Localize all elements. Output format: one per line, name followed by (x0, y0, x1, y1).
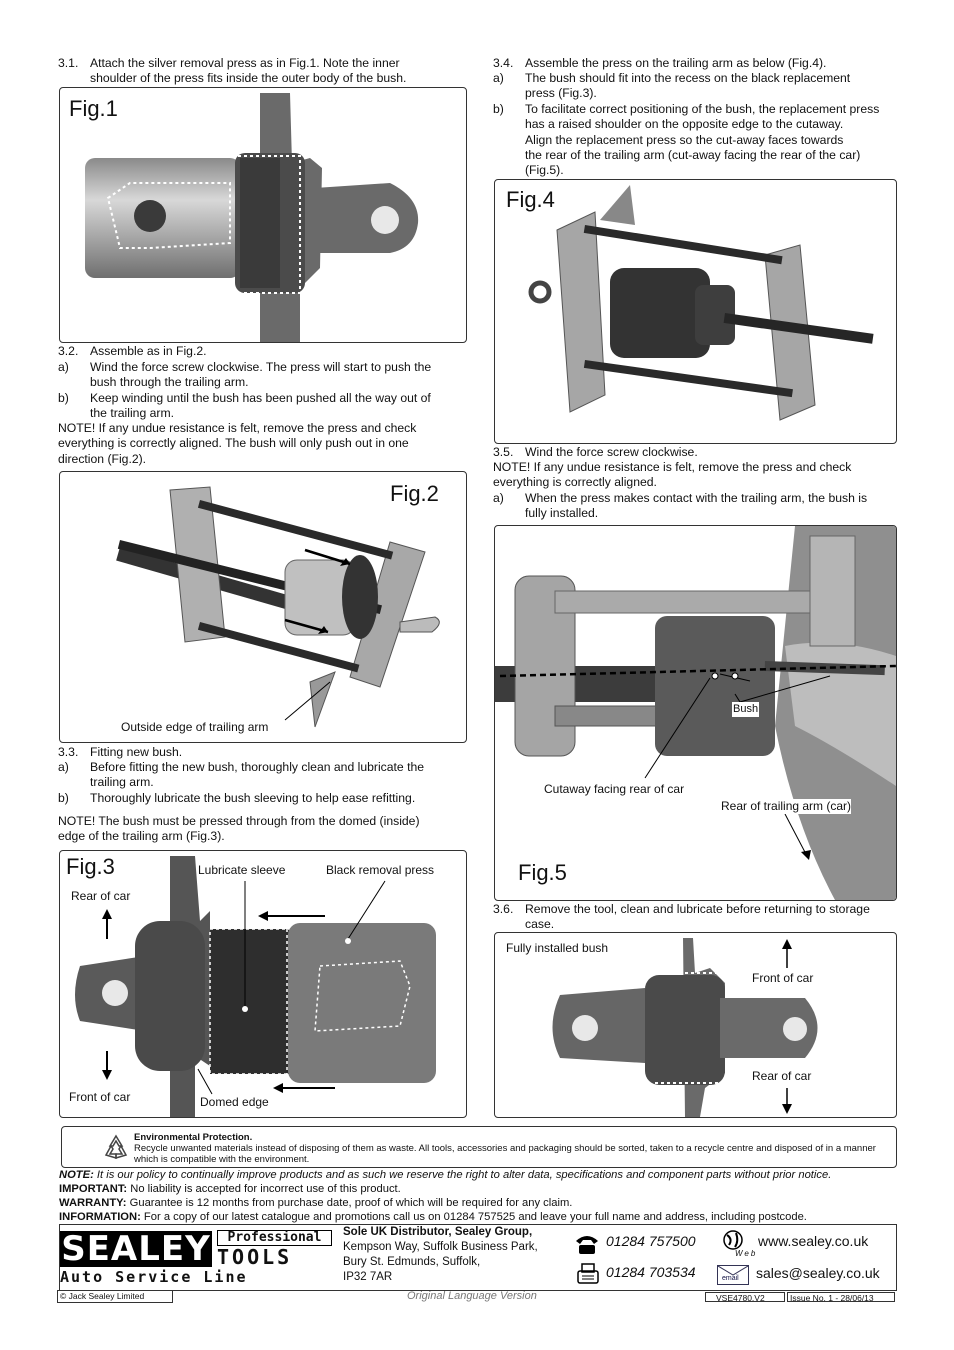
environmental-box: Environmental Protection. Recycle unwant… (61, 1126, 897, 1168)
note-2: NOTE! The bush must be pressed through f… (58, 814, 420, 844)
callout-fully-installed-bush: Fully installed bush (506, 941, 609, 955)
auto-service-line: Auto Service Line (60, 1268, 248, 1286)
figure-5-label: Fig.5 (518, 860, 567, 885)
figure-3: Fig.3 Lubricate sleeve Black removal pre… (59, 850, 467, 1118)
email-link[interactable]: sales@sealey.co.uk (756, 1265, 880, 1281)
env-text-1: Recycle unwanted materials instead of di… (134, 1143, 876, 1154)
figure-2: Fig.2 Outside edge of trailing arm (59, 471, 467, 743)
figure-2-photo (116, 486, 440, 728)
notice-note: NOTE: It is our policy to continually im… (59, 1169, 832, 1181)
document-number: VSE4780.V2 (705, 1292, 785, 1303)
notice-information: INFORMATION: For a copy of our latest ca… (59, 1211, 807, 1223)
figure-1-label: Fig.1 (69, 96, 118, 121)
figure-4-photo (528, 185, 874, 421)
callout-outside-edge: Outside edge of trailing arm (121, 720, 269, 734)
callout-lubricate-sleeve: Lubricate sleeve (198, 863, 286, 877)
callout-domed-edge: Domed edge (200, 1095, 269, 1109)
distributor-address: Sole UK Distributor, Sealey Group, Kemps… (343, 1226, 538, 1283)
fax-number[interactable]: 01284 703534 (606, 1264, 696, 1280)
callout-front-of-car-2: Front of car (752, 971, 814, 985)
installed-bush-photo (552, 938, 818, 1117)
recycle-icon (104, 1134, 128, 1160)
phone-number[interactable]: 01284 757500 (606, 1233, 696, 1249)
tools-label: TOOLS (217, 1245, 293, 1269)
note-3: NOTE! If any undue resistance is felt, r… (493, 460, 852, 490)
telephone-icon (576, 1236, 598, 1254)
notice-warranty: WARRANTY: Guarantee is 12 months from pu… (59, 1197, 573, 1209)
footer-box: SEALEY Professional TOOLS Auto Service L… (59, 1224, 897, 1291)
note-1: NOTE! If any undue resistance is felt, r… (58, 421, 417, 466)
web-globe-icon (723, 1230, 743, 1250)
figure-1-photo (85, 93, 419, 342)
callout-bush: Bush (732, 702, 760, 718)
env-title: Environmental Protection. (134, 1132, 253, 1143)
issue-number: Issue No. 1 - 28/06/13 (787, 1292, 895, 1303)
figure-3-photo (75, 856, 436, 1117)
figure-5-photo (495, 526, 896, 900)
professional-label: Professional (217, 1230, 332, 1246)
figure-4-label: Fig.4 (506, 187, 555, 212)
figure-4: Fig.4 (494, 179, 897, 444)
callout-rear-of-car: Rear of car (71, 889, 131, 903)
callout-cutaway: Cutaway facing rear of car (544, 782, 685, 798)
env-text-2: which is compatible with the environment… (134, 1154, 310, 1165)
callout-front-of-car: Front of car (69, 1090, 131, 1104)
callout-rear-of-car-2: Rear of car (752, 1069, 812, 1083)
notice-important: IMPORTANT: No liability is accepted for … (59, 1183, 401, 1195)
copyright: © Jack Sealey Limited (57, 1290, 173, 1303)
sealey-logo: SEALEY (60, 1229, 212, 1269)
figure-3-label: Fig.3 (66, 854, 115, 879)
callout-rear-of-trailing-arm: Rear of trailing arm (car) (721, 799, 852, 815)
website-link[interactable]: www.sealey.co.uk (758, 1233, 869, 1249)
web-icon-label: Web (735, 1249, 758, 1258)
original-language-version: Original Language Version (407, 1290, 537, 1302)
email-envelope-icon: email (717, 1265, 749, 1285)
fax-icon (577, 1263, 599, 1284)
figure-installed-bush: Fully installed bush Front of car Rear o… (494, 932, 897, 1118)
callout-black-removal-press: Black removal press (326, 863, 435, 877)
figure-2-label: Fig.2 (390, 481, 439, 506)
figure-5: Bush Cutaway facing rear of car Rear of … (494, 525, 897, 901)
figure-1: Fig.1 (59, 87, 467, 343)
